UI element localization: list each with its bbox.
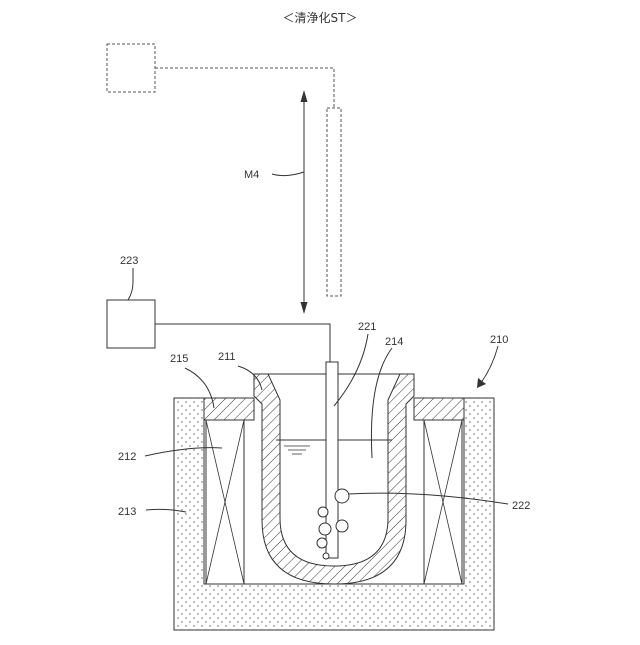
label-m4: M4: [244, 169, 259, 181]
label-221: 221: [358, 321, 376, 333]
heater-coil-right-212: [424, 420, 462, 584]
label-214: 214: [385, 336, 403, 348]
lid-left-215: [204, 398, 254, 420]
lid-right-215: [414, 398, 464, 420]
label-212: 212: [118, 451, 136, 463]
dashed-nozzle-position: [327, 108, 341, 296]
label-222: 222: [512, 500, 530, 512]
label-210: 210: [490, 334, 508, 346]
label-215: 215: [170, 353, 188, 365]
controller-box-dashed: [107, 44, 155, 92]
heater-coil-left-212: [206, 420, 244, 584]
label-213: 213: [118, 506, 136, 518]
leader-210: [480, 346, 498, 384]
leader-223: [128, 268, 133, 300]
arrowhead-210: [477, 378, 486, 388]
leader-m4: [272, 172, 304, 176]
label-211: 211: [218, 351, 236, 363]
controller-box-223: [107, 300, 155, 348]
label-223: 223: [120, 255, 138, 267]
movement-arrow-m4: [301, 90, 308, 314]
diagram-title: ＜清浄化ST＞: [283, 11, 358, 25]
